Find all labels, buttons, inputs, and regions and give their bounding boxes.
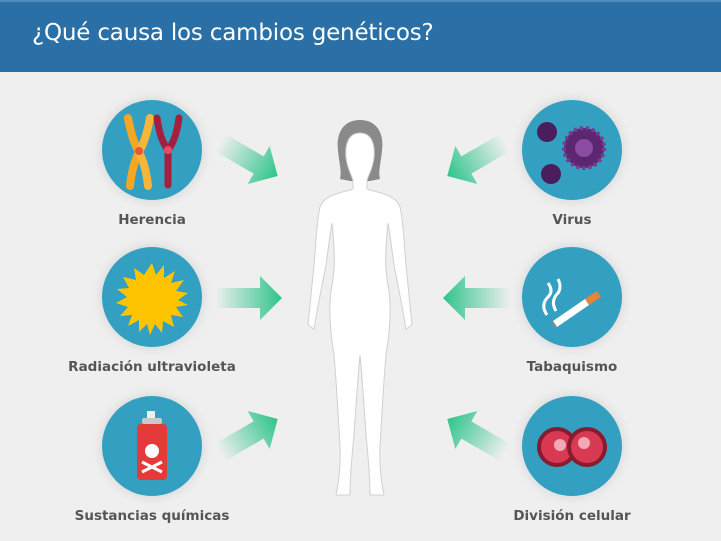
cause-quimicas: Sustancias químicas	[52, 396, 252, 524]
cause-label: Sustancias químicas	[74, 508, 230, 524]
cause-radiacion: Radiación ultravioleta	[52, 247, 252, 375]
page-title: ¿Qué causa los cambios genéticos?	[32, 20, 434, 46]
cause-tabaquismo: Tabaquismo	[472, 247, 672, 375]
arrow-left-icon	[443, 276, 510, 320]
cause-virus: Virus	[472, 100, 672, 228]
cause-label: Tabaquismo	[526, 359, 618, 375]
chromosome-icon	[102, 100, 202, 200]
cigarette-icon	[522, 247, 622, 347]
cell-division-icon	[522, 396, 622, 496]
arrow-down-left-icon	[447, 133, 511, 185]
arrow-down-right-icon	[214, 133, 278, 185]
header-bar: ¿Qué causa los cambios genéticos?	[0, 0, 721, 72]
female-silhouette-icon	[307, 120, 413, 496]
cause-label: Herencia	[118, 212, 186, 228]
sun-icon	[102, 247, 202, 347]
arrow-up-left-icon	[447, 410, 511, 462]
arrow-right-icon	[215, 276, 282, 320]
cause-label: División celular	[513, 508, 631, 524]
cause-division-celular: División celular	[472, 396, 672, 524]
cause-label: Radiación ultravioleta	[68, 359, 236, 375]
arrow-up-right-icon	[214, 410, 278, 462]
spray-can-icon	[102, 396, 202, 496]
cause-label: Virus	[552, 212, 592, 228]
virus-icon	[522, 100, 622, 200]
cause-herencia: Herencia	[52, 100, 252, 228]
